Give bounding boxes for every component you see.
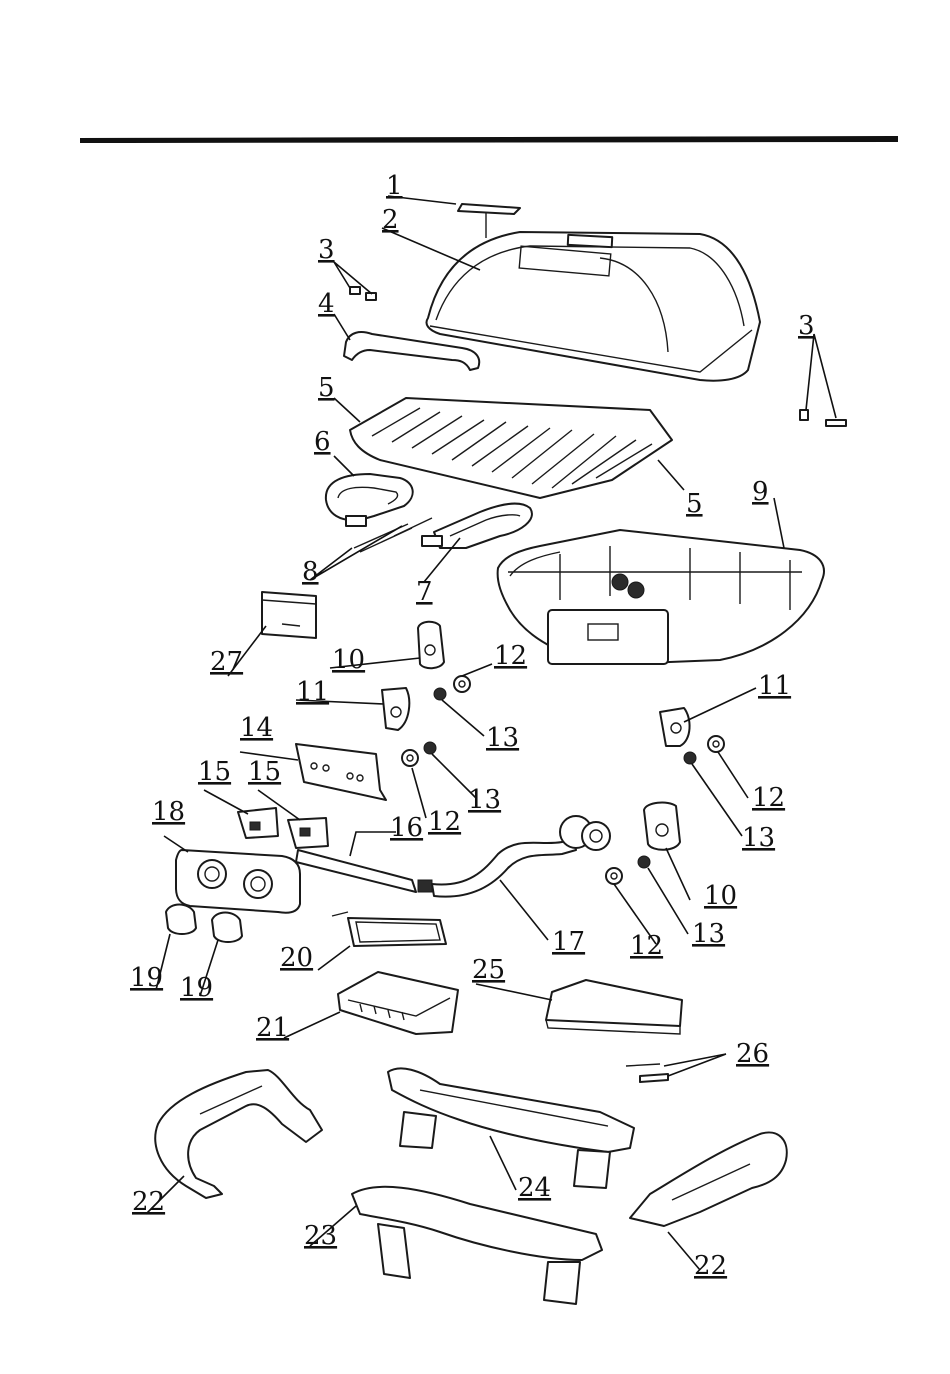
callout-13-b: 13 bbox=[468, 785, 501, 815]
callout-3-right: 3 bbox=[798, 311, 815, 341]
callout-24: 24 bbox=[518, 1173, 551, 1203]
callout-1: 1 bbox=[386, 171, 403, 201]
callout-12-d: 12 bbox=[630, 931, 663, 961]
callout-5-right: 5 bbox=[686, 489, 703, 519]
callout-3-left: 3 bbox=[318, 235, 335, 265]
callout-11-right: 11 bbox=[758, 671, 791, 701]
callout-19-a: 19 bbox=[130, 963, 163, 993]
part-heat-shield bbox=[296, 744, 386, 800]
callout-10-lower: 10 bbox=[704, 881, 737, 911]
part-control-panel bbox=[176, 850, 300, 913]
callout-23: 23 bbox=[304, 1221, 337, 1251]
callout-10-upper: 10 bbox=[332, 645, 365, 675]
part-screws-right bbox=[800, 410, 846, 426]
callout-15-b: 15 bbox=[248, 757, 281, 787]
callout-12-b: 12 bbox=[428, 807, 461, 837]
callout-12-a: 12 bbox=[494, 641, 527, 671]
callout-13-c: 13 bbox=[742, 823, 775, 853]
part-shelf-panel bbox=[546, 980, 682, 1034]
callout-9: 9 bbox=[752, 477, 769, 507]
part-base-front bbox=[352, 1187, 602, 1304]
callout-2: 2 bbox=[382, 205, 399, 235]
callout-18: 18 bbox=[152, 797, 185, 827]
callout-6: 6 bbox=[314, 427, 331, 457]
callout-22-left: 22 bbox=[132, 1187, 165, 1217]
part-base-rear bbox=[388, 1068, 634, 1188]
callout-13-a: 13 bbox=[486, 723, 519, 753]
part-grease-tray bbox=[332, 912, 446, 946]
callout-25: 25 bbox=[472, 955, 505, 985]
part-hinge-bracket-lower bbox=[644, 803, 680, 850]
part-pins bbox=[626, 1064, 668, 1082]
callout-13-d: 13 bbox=[692, 919, 725, 949]
part-firebox bbox=[498, 530, 824, 664]
part-burner-right bbox=[422, 504, 532, 548]
callout-26: 26 bbox=[736, 1039, 769, 1069]
callout-5-left: 5 bbox=[318, 373, 335, 403]
callout-22-right: 22 bbox=[694, 1251, 727, 1281]
callout-27: 27 bbox=[210, 647, 243, 677]
part-knobs bbox=[166, 905, 242, 943]
callout-19-b: 19 bbox=[180, 973, 213, 1003]
callout-7: 7 bbox=[416, 577, 433, 607]
callout-15-a: 15 bbox=[198, 757, 231, 787]
callout-17: 17 bbox=[552, 927, 585, 957]
callout-12-c: 12 bbox=[752, 783, 785, 813]
part-valves bbox=[238, 808, 328, 848]
part-burner-left bbox=[326, 474, 413, 526]
part-side-bracket-right bbox=[660, 708, 690, 746]
part-hinge-bracket-upper bbox=[418, 622, 444, 669]
part-bracket bbox=[262, 592, 316, 638]
part-tray-holder bbox=[338, 972, 458, 1034]
callout-4: 4 bbox=[318, 289, 335, 319]
callout-21: 21 bbox=[256, 1013, 289, 1043]
part-side-bracket-left bbox=[382, 688, 409, 730]
callout-20: 20 bbox=[280, 943, 313, 973]
part-manifold bbox=[296, 850, 432, 892]
part-leg-right bbox=[630, 1132, 787, 1226]
callout-16: 16 bbox=[390, 813, 423, 843]
callout-11-left: 11 bbox=[296, 677, 329, 707]
callout-14: 14 bbox=[240, 713, 273, 743]
header-rule bbox=[80, 136, 898, 143]
callout-8: 8 bbox=[302, 557, 319, 587]
